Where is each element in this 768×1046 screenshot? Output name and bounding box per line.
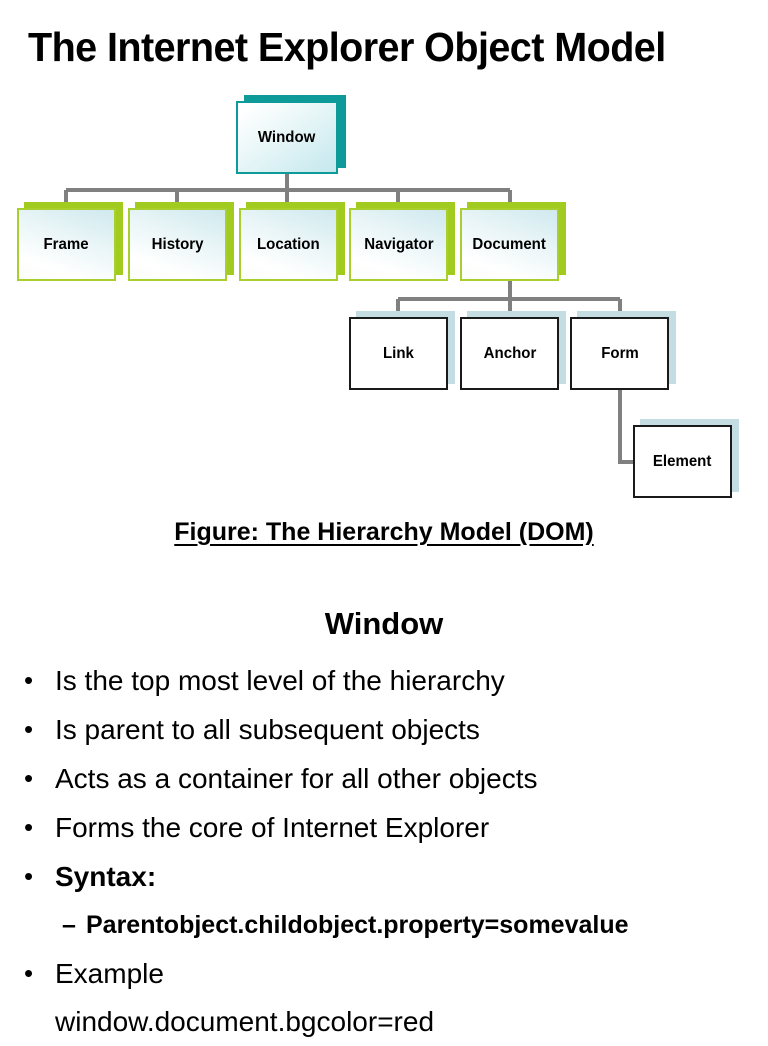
code-example-text: window.document.bgcolor=red (55, 1006, 435, 1037)
node-link[interactable]: Link (349, 311, 455, 390)
hierarchy-diagram: Window Frame History Location Navigator (17, 95, 739, 498)
node-face (17, 208, 116, 281)
node-history[interactable]: History (128, 202, 234, 281)
bullet-list: • Is the top most level of the hierarchy… (0, 656, 768, 1046)
bullet-marker: • (24, 714, 34, 744)
sub-list-item: – Parentobject.childobject.property=some… (0, 901, 768, 949)
node-face (236, 101, 338, 174)
figure-caption: Figure: The Hierarchy Model (DOM) (174, 518, 594, 546)
node-anchor[interactable]: Anchor (460, 311, 566, 390)
list-item: • Is the top most level of the hierarchy (0, 656, 768, 705)
node-document[interactable]: Document (460, 202, 566, 281)
list-item-example: • Example (0, 949, 768, 998)
bullet-marker: • (24, 665, 34, 695)
list-item: • Is parent to all subsequent objects (0, 705, 768, 754)
node-face (349, 317, 448, 390)
node-label: Form (600, 344, 639, 362)
slide-canvas: The Internet Explorer Object Model (17, 24, 739, 1037)
list-item: • Acts as a container for all other obje… (0, 754, 768, 803)
node-label: Window (258, 128, 316, 146)
bullet-marker: • (24, 812, 34, 842)
code-example-line: window.document.bgcolor=red (0, 998, 768, 1046)
node-face (460, 317, 559, 390)
section-heading: Window (324, 606, 444, 641)
bullet-marker: • (24, 861, 34, 891)
node-element[interactable]: Element (633, 419, 739, 498)
node-label: Element (653, 452, 712, 470)
node-face (633, 425, 732, 498)
node-navigator[interactable]: Navigator (349, 202, 455, 281)
page-title: The Internet Explorer Object Model (28, 24, 666, 70)
node-face (128, 208, 227, 281)
node-frame[interactable]: Frame (17, 202, 123, 281)
node-label: Navigator (363, 235, 434, 253)
list-item-text: Example (55, 958, 164, 989)
list-item-text: Forms the core of Internet Explorer (55, 812, 490, 843)
list-item-text: Is the top most level of the hierarchy (55, 665, 505, 696)
node-window[interactable]: Window (236, 95, 346, 174)
bullet-marker: • (24, 763, 34, 793)
sub-list-item-text: Parentobject.childobject.property=someva… (86, 911, 629, 939)
node-label: History (151, 235, 204, 253)
list-item-syntax: • Syntax: (0, 852, 768, 901)
list-item-text: Syntax: (55, 861, 157, 892)
node-label: Location (257, 235, 320, 253)
node-label: Document (472, 235, 547, 253)
list-item-text: Acts as a container for all other object… (55, 763, 538, 794)
node-label: Anchor (483, 344, 536, 362)
node-face (460, 208, 559, 281)
node-location[interactable]: Location (239, 202, 345, 281)
bullet-marker: • (24, 958, 34, 988)
node-form[interactable]: Form (570, 311, 676, 390)
node-face (570, 317, 669, 390)
node-face (239, 208, 338, 281)
node-face (349, 208, 448, 281)
node-label: Link (383, 344, 414, 362)
dash-marker: – (62, 911, 76, 939)
list-item-text: Is parent to all subsequent objects (55, 714, 480, 745)
list-item: • Forms the core of Internet Explorer (0, 803, 768, 852)
node-label: Frame (43, 235, 90, 253)
